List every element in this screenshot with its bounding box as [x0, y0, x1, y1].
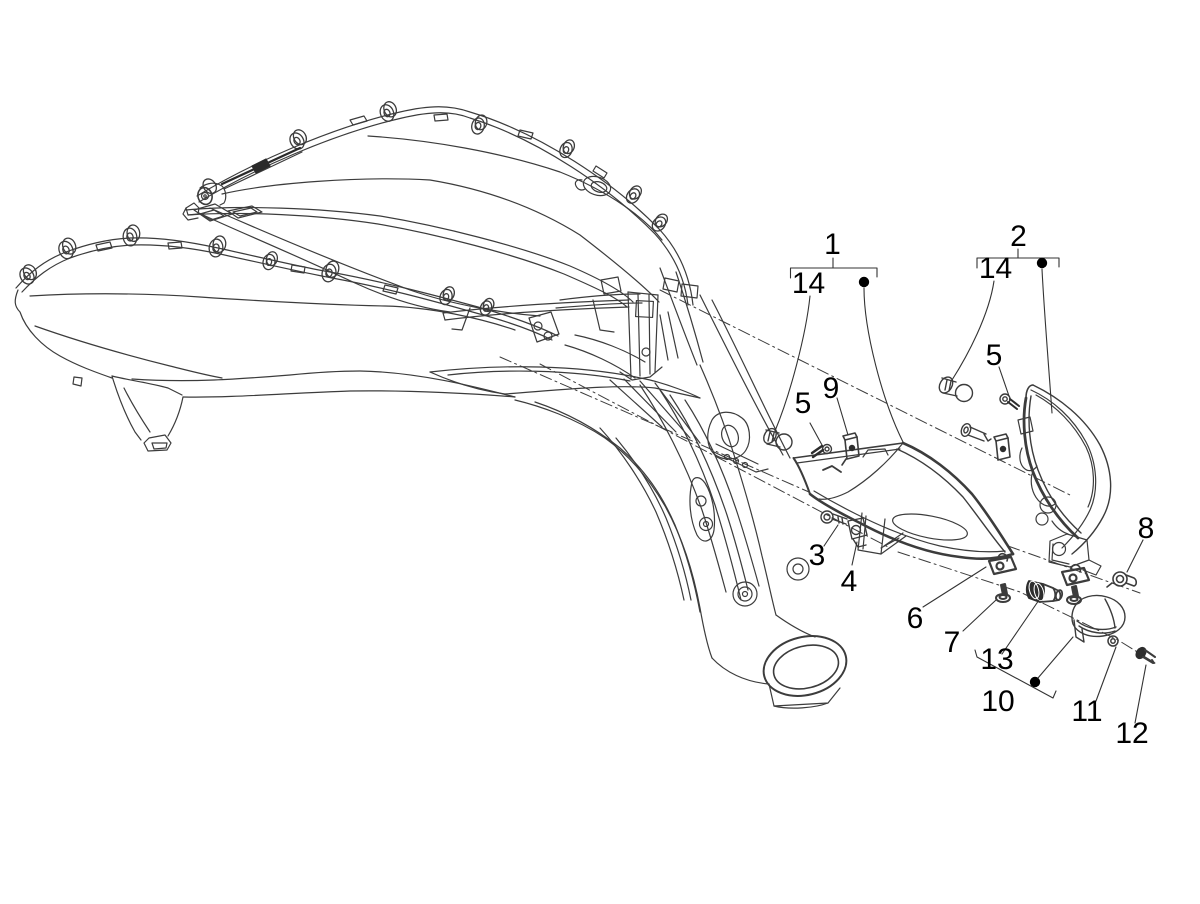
svg-text:11: 11 [1071, 695, 1102, 728]
svg-text:12: 12 [1115, 717, 1148, 750]
svg-text:14: 14 [979, 252, 1012, 285]
svg-text:14: 14 [792, 267, 825, 300]
svg-text:1: 1 [824, 228, 841, 261]
svg-text:5: 5 [795, 387, 812, 420]
svg-text:13: 13 [980, 643, 1013, 676]
svg-text:6: 6 [907, 602, 924, 635]
svg-text:9: 9 [823, 372, 840, 405]
svg-text:10: 10 [981, 685, 1014, 718]
svg-text:8: 8 [1138, 512, 1155, 545]
svg-text:2: 2 [1010, 220, 1027, 253]
svg-text:5: 5 [986, 339, 1003, 372]
svg-text:7: 7 [944, 626, 961, 659]
svg-text:3: 3 [809, 539, 826, 572]
svg-text:4: 4 [841, 565, 858, 598]
